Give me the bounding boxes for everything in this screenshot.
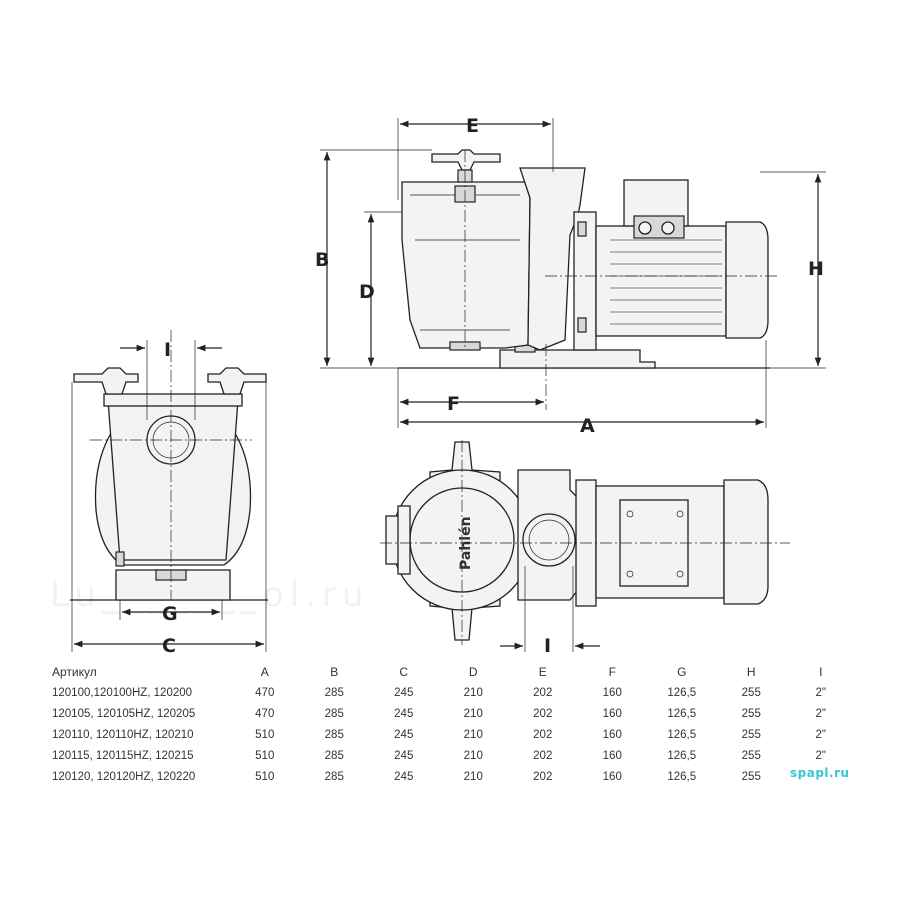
table-cell: 510 bbox=[255, 770, 275, 783]
table-row: 120115, 120115HZ, 120215 510 285 245 210… bbox=[52, 745, 856, 766]
table-cell: 210 bbox=[463, 770, 483, 783]
column-header: F bbox=[608, 664, 616, 679]
side-view bbox=[398, 149, 780, 410]
column-header: A bbox=[260, 664, 269, 679]
table-cell: 285 bbox=[324, 770, 344, 783]
table-cell: 210 bbox=[463, 728, 483, 741]
table-cell: 210 bbox=[463, 749, 483, 762]
column-header: G bbox=[677, 664, 687, 679]
table-cell: 510 bbox=[255, 728, 275, 741]
dim-label-c: C bbox=[162, 635, 176, 657]
table-cell: 120105, 120105HZ, 120205 bbox=[52, 707, 196, 720]
table-cell: 285 bbox=[324, 749, 344, 762]
table-cell: 245 bbox=[394, 686, 414, 699]
column-header: Артикул bbox=[52, 664, 97, 679]
table-cell: 255 bbox=[741, 686, 761, 699]
table-row: 120120, 120120HZ, 120220 510 285 245 210… bbox=[52, 766, 856, 787]
table-cell: 255 bbox=[741, 728, 761, 741]
table-cell: 245 bbox=[394, 749, 414, 762]
top-view: Pahlén bbox=[380, 440, 790, 645]
front-view-dimensions: I G C bbox=[71, 339, 267, 657]
dim-label-i-front: I bbox=[164, 339, 171, 361]
dim-label-e: E bbox=[466, 115, 479, 137]
table-cell: 470 bbox=[255, 707, 275, 720]
column-header: E bbox=[538, 664, 547, 679]
column-header: I bbox=[819, 664, 823, 679]
table-cell: 2" bbox=[815, 707, 826, 720]
table-cell: 160 bbox=[602, 728, 622, 741]
table-cell: 210 bbox=[463, 686, 483, 699]
table-cell: 255 bbox=[741, 707, 761, 720]
table-cell: 202 bbox=[533, 707, 553, 720]
table-cell: 202 bbox=[533, 749, 553, 762]
table-cell: 210 bbox=[463, 707, 483, 720]
table-cell: 2" bbox=[815, 728, 826, 741]
table-cell: 470 bbox=[255, 686, 275, 699]
column-header: C bbox=[399, 664, 409, 679]
table-cell: 202 bbox=[533, 686, 553, 699]
table-cell: 120115, 120115HZ, 120215 bbox=[52, 749, 194, 762]
table-cell: 202 bbox=[533, 770, 553, 783]
column-header: B bbox=[330, 664, 339, 679]
table-cell: 285 bbox=[324, 728, 344, 741]
dim-label-g: G bbox=[162, 603, 178, 625]
front-view bbox=[70, 330, 268, 601]
dim-label-h: H bbox=[808, 258, 824, 280]
dim-label-b: B bbox=[315, 249, 329, 271]
top-view-dimensions: I bbox=[500, 566, 600, 657]
table-cell: 245 bbox=[394, 728, 414, 741]
table-cell: 120100,120100HZ, 120200 bbox=[52, 686, 193, 699]
table-cell: 160 bbox=[602, 707, 622, 720]
watermark: Lu_______ol.ru bbox=[50, 575, 369, 615]
table-cell: 245 bbox=[394, 770, 414, 783]
table-cell: 285 bbox=[324, 707, 344, 720]
table-cell: 160 bbox=[602, 770, 622, 783]
table-cell: 160 bbox=[602, 749, 622, 762]
table-cell: 160 bbox=[602, 686, 622, 699]
table-cell: 126,5 bbox=[667, 686, 697, 699]
table-cell: 126,5 bbox=[667, 749, 697, 762]
table-cell: 202 bbox=[533, 728, 553, 741]
table-cell: 255 bbox=[741, 770, 761, 783]
table-cell: 510 bbox=[255, 749, 275, 762]
table-cell: 126,5 bbox=[667, 770, 697, 783]
table-header-row: Артикул A B C D E F G H I bbox=[52, 661, 856, 682]
table-row: 120110, 120110HZ, 120210 510 285 245 210… bbox=[52, 724, 856, 745]
dim-label-f: F bbox=[447, 393, 460, 415]
dim-label-a: A bbox=[580, 415, 595, 437]
table-cell: 120110, 120110HZ, 120210 bbox=[52, 728, 194, 741]
dimensions-table: Артикул A B C D E F G H I 120100,120100H… bbox=[52, 661, 856, 787]
table-row: 120105, 120105HZ, 120205 470 285 245 210… bbox=[52, 703, 856, 724]
side-view-dimensions: E B D H F A bbox=[315, 115, 826, 437]
table-cell: 255 bbox=[741, 749, 761, 762]
table-cell: 285 bbox=[324, 686, 344, 699]
table-cell: 126,5 bbox=[667, 707, 697, 720]
column-header: D bbox=[468, 664, 478, 679]
dim-label-i-top: I bbox=[544, 635, 551, 657]
table-cell: 2" bbox=[815, 686, 826, 699]
table-cell: 120120, 120120HZ, 120220 bbox=[52, 770, 196, 783]
table-cell: 245 bbox=[394, 707, 414, 720]
table-cell: 2" bbox=[815, 749, 826, 762]
table-row: 120100,120100HZ, 120200 470 285 245 210 … bbox=[52, 682, 856, 703]
site-watermark: spapl.ru bbox=[790, 766, 850, 780]
column-header: H bbox=[746, 664, 756, 679]
dim-label-d: D bbox=[359, 281, 375, 303]
table-cell: 126,5 bbox=[667, 728, 697, 741]
